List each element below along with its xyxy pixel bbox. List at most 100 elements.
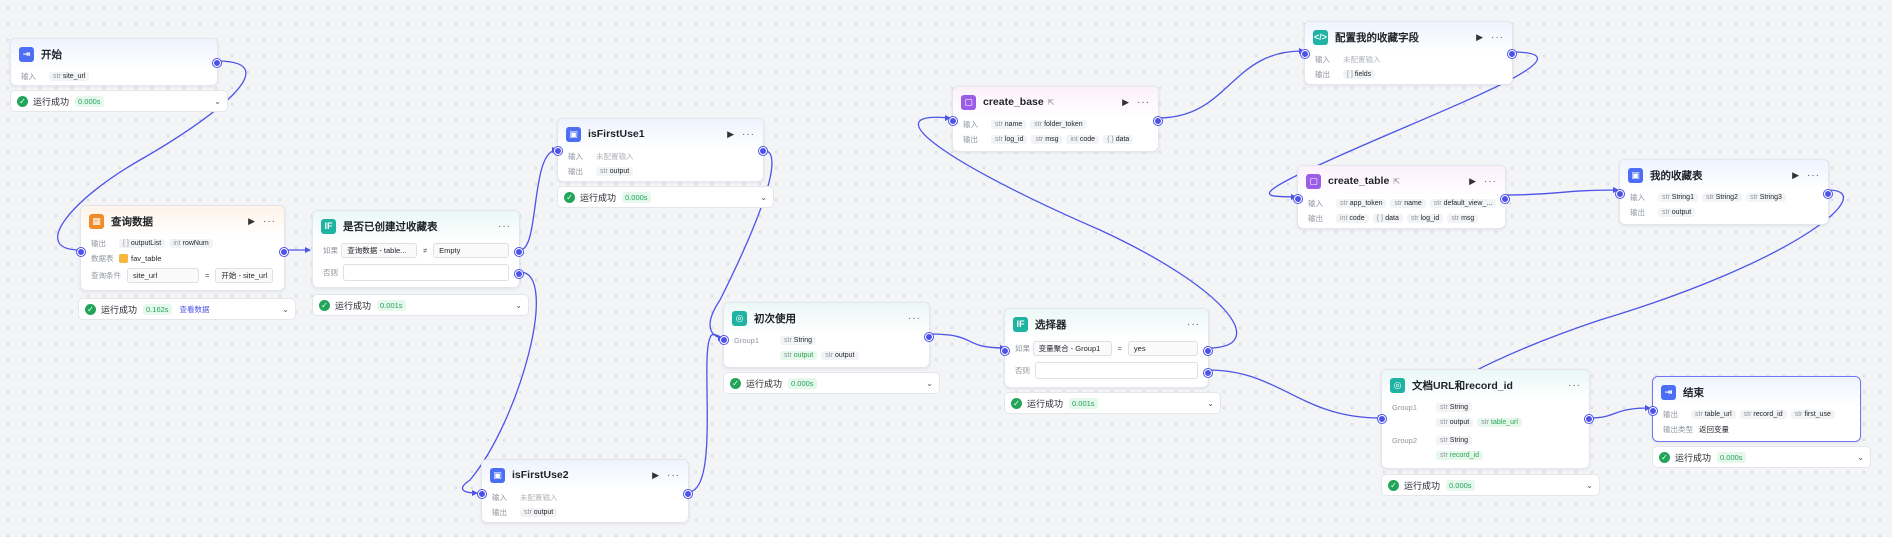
run-icon[interactable]: ▶ <box>1792 169 1799 180</box>
more-icon[interactable]: ··· <box>1137 96 1150 108</box>
output-port[interactable] <box>1154 117 1162 125</box>
output-port[interactable] <box>1508 50 1516 58</box>
input-port[interactable] <box>77 248 85 256</box>
more-icon[interactable]: ··· <box>742 128 755 140</box>
cond-field[interactable]: 变量聚合 - Group1 <box>1032 340 1112 356</box>
more-icon[interactable]: ··· <box>1568 379 1581 391</box>
chevron-down-icon[interactable]: ⌄ <box>1857 452 1864 462</box>
output-port[interactable] <box>280 248 288 256</box>
check-icon: ✓ <box>85 303 96 315</box>
database-icon: ▦ <box>89 213 104 229</box>
chevron-down-icon[interactable]: ⌄ <box>1586 480 1593 490</box>
link-icon: ⇱ <box>1393 176 1400 186</box>
cond-value[interactable]: yes <box>1127 340 1198 356</box>
input-port[interactable] <box>1378 415 1386 423</box>
else-port[interactable] <box>1204 369 1212 377</box>
chevron-down-icon[interactable]: ⌄ <box>760 192 767 202</box>
output-port[interactable] <box>759 147 767 155</box>
cond-field[interactable]: 查询数据 - table... <box>341 242 418 258</box>
cond-value[interactable]: Empty <box>433 242 509 258</box>
view-data-link[interactable]: 查看数据 <box>179 304 210 314</box>
more-icon[interactable]: ··· <box>667 469 680 481</box>
input-port[interactable] <box>1001 347 1009 355</box>
input-port[interactable] <box>1294 195 1302 203</box>
not-configured-text: 未配置输入 <box>1343 55 1381 64</box>
cond-field[interactable]: site_url <box>127 267 199 283</box>
run-icon[interactable]: ▶ <box>652 469 659 480</box>
output-port[interactable] <box>213 59 221 67</box>
input-port[interactable] <box>478 490 486 498</box>
branch-icon: IF <box>321 218 336 234</box>
input-port[interactable] <box>554 147 562 155</box>
input-port[interactable] <box>1301 50 1309 58</box>
output-port[interactable] <box>1585 415 1593 423</box>
chevron-down-icon[interactable]: ⌄ <box>1207 398 1214 408</box>
input-port[interactable] <box>1616 190 1624 198</box>
more-icon[interactable]: ··· <box>1491 31 1504 43</box>
output-type-value: 返回变量 <box>1699 425 1729 434</box>
check-icon: ✓ <box>17 95 28 107</box>
run-icon[interactable]: ▶ <box>248 215 255 226</box>
chevron-down-icon[interactable]: ⌄ <box>282 304 289 314</box>
output-port[interactable] <box>515 248 523 256</box>
more-icon[interactable]: ··· <box>1484 175 1497 187</box>
run-icon[interactable]: ▶ <box>1122 96 1129 107</box>
output-port[interactable] <box>1501 195 1509 203</box>
run-icon[interactable]: ▶ <box>1469 175 1476 186</box>
more-icon[interactable]: ··· <box>908 312 921 324</box>
run-icon[interactable]: ▶ <box>727 128 734 139</box>
input-port[interactable] <box>1649 407 1657 415</box>
else-port[interactable] <box>515 270 523 278</box>
node-title: 初次使用 <box>754 312 796 325</box>
row-label: 输入 <box>1315 55 1330 64</box>
code-icon: </> <box>1313 29 1328 45</box>
row-label: 如果 <box>323 245 338 255</box>
output-port[interactable] <box>1824 190 1832 198</box>
input-port[interactable] <box>949 117 957 125</box>
cond-value[interactable]: 开始 - site_url <box>215 267 274 283</box>
run-icon[interactable]: ▶ <box>1476 31 1483 42</box>
input-port[interactable] <box>720 336 728 344</box>
more-icon[interactable]: ··· <box>498 220 511 232</box>
node-title: create_table <box>1328 175 1390 187</box>
chevron-down-icon[interactable]: ⌄ <box>214 96 221 106</box>
output-port[interactable] <box>684 490 692 498</box>
edge-base-config <box>1157 50 1305 119</box>
row-label: 输入 <box>568 152 583 161</box>
chevron-down-icon[interactable]: ⌄ <box>926 378 933 388</box>
row-label: 输出类型 <box>1663 425 1693 434</box>
more-icon[interactable]: ··· <box>263 215 276 227</box>
node-config-fields[interactable]: </>配置我的收藏字段▶··· 输入未配置输入 输出[ ]fields <box>1301 21 1516 85</box>
row-label: Group1 <box>734 336 760 345</box>
chevron-down-icon[interactable]: ⌄ <box>515 300 522 310</box>
more-icon[interactable]: ··· <box>1187 318 1200 330</box>
more-icon[interactable]: ··· <box>1807 169 1820 181</box>
more-tags[interactable]: ··· <box>1500 199 1516 208</box>
output-port[interactable] <box>925 333 933 341</box>
output-port[interactable] <box>1204 347 1212 355</box>
